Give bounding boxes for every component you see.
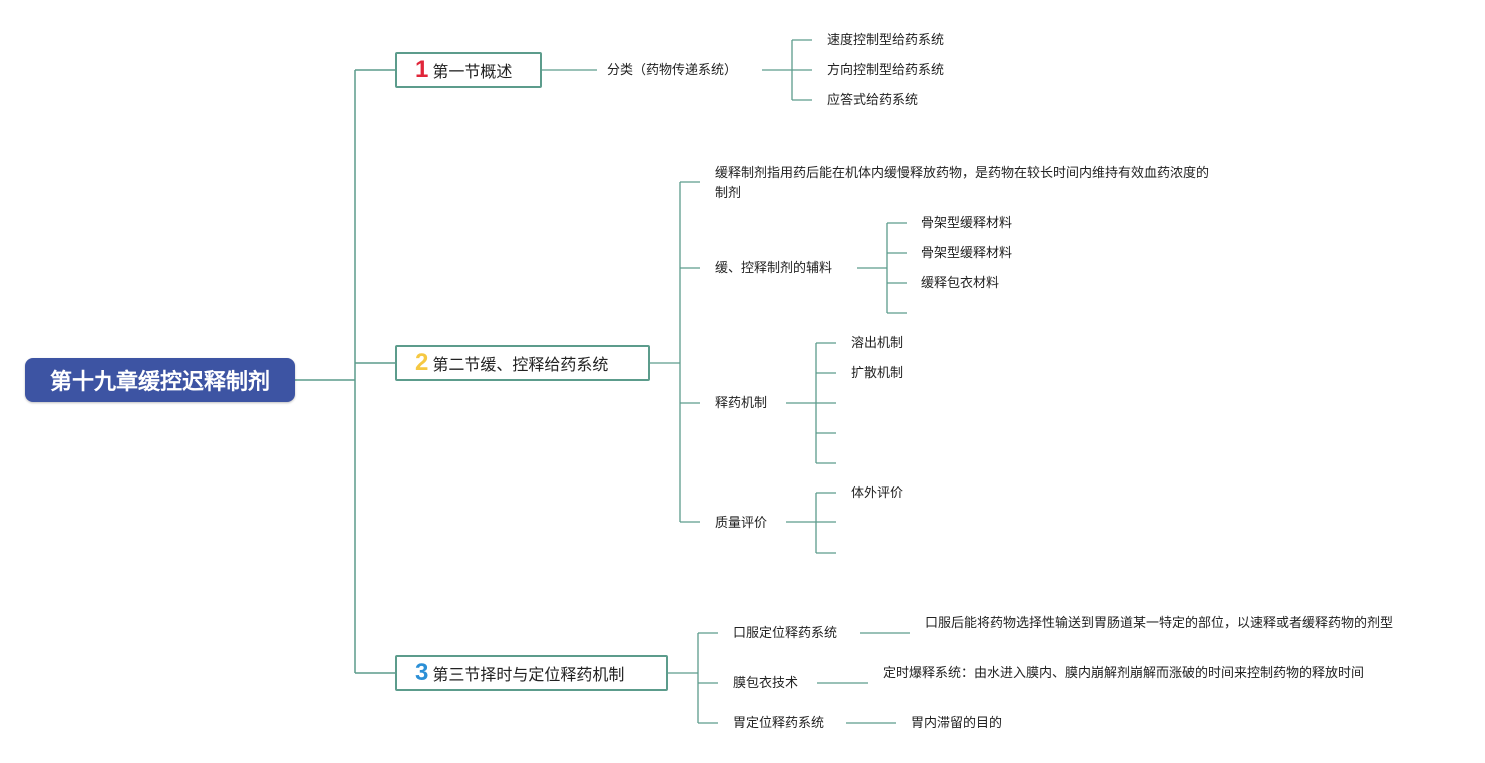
- b2-child4-connector: [786, 492, 836, 554]
- branch-2-child-4[interactable]: 质量评价: [715, 516, 768, 531]
- branch-2-node[interactable]: 2 第二节缓、控释给药系统: [395, 345, 650, 381]
- branch-3-child-3[interactable]: 胃定位释药系统: [733, 716, 825, 731]
- branch-3-child-1[interactable]: 口服定位释药系统: [733, 626, 838, 641]
- branch-number-1: 1: [415, 56, 429, 83]
- root-connector: [295, 69, 395, 674]
- branch-3-label: 第三节择时与定位释药机制: [432, 665, 625, 684]
- branch-3-child-2[interactable]: 膜包衣技术: [733, 676, 799, 691]
- leaf-1-1-1[interactable]: 速度控制型给药系统: [827, 33, 945, 48]
- b2-child3-connector: [786, 342, 836, 464]
- branch-2-child-2[interactable]: 缓、控释制剂的辅料: [715, 261, 833, 276]
- branch-1-label: 第一节概述: [432, 62, 513, 81]
- branch-1-node[interactable]: 1 第一节概述: [395, 52, 542, 88]
- leaf-3-2-1[interactable]: 定时爆释系统：由水进入膜内、膜内崩解剂崩解而涨破的时间来控制药物的释放时间: [883, 666, 1365, 681]
- branch-2-child-3[interactable]: 释药机制: [715, 396, 768, 411]
- branch-2-label: 第二节缓、控释给药系统: [432, 355, 609, 374]
- branch-3-node[interactable]: 3 第三节择时与定位释药机制: [395, 655, 668, 691]
- b2-connector: [650, 181, 700, 523]
- branch-number-2: 2: [415, 349, 429, 376]
- b1-child-connector: [762, 39, 812, 101]
- leaf-1-1-3[interactable]: 应答式给药系统: [827, 93, 919, 108]
- branch-2-child-1[interactable]: 缓释制剂指用药后能在机体内缓慢释放药物，是药物在较长时间内维持有效血药浓度的制剂: [715, 166, 1210, 201]
- leaf-2-2-3[interactable]: 缓释包衣材料: [921, 276, 1000, 291]
- b3-connector: [668, 632, 718, 724]
- leaf-2-2-2[interactable]: 骨架型缓释材料: [921, 246, 1013, 261]
- root-node[interactable]: 第十九章缓控迟释制剂: [25, 358, 295, 402]
- branch-number-3: 3: [415, 659, 429, 686]
- branch-1-child-1[interactable]: 分类（药物传递系统）: [607, 63, 738, 78]
- leaf-2-4-1[interactable]: 体外评价: [851, 486, 904, 501]
- leaf-2-3-1[interactable]: 溶出机制: [851, 336, 904, 351]
- b2-child2-connector: [857, 222, 907, 314]
- leaf-1-1-2[interactable]: 方向控制型给药系统: [827, 63, 945, 78]
- leaf-3-1-1[interactable]: 口服后能将药物选择性输送到胃肠道某一特定的部位，以速释或者缓释药物的剂型: [925, 616, 1394, 631]
- leaf-2-2-1[interactable]: 骨架型缓释材料: [921, 216, 1013, 231]
- leaf-3-3-1[interactable]: 胃内滞留的目的: [911, 716, 1003, 731]
- leaf-2-3-2[interactable]: 扩散机制: [851, 366, 904, 381]
